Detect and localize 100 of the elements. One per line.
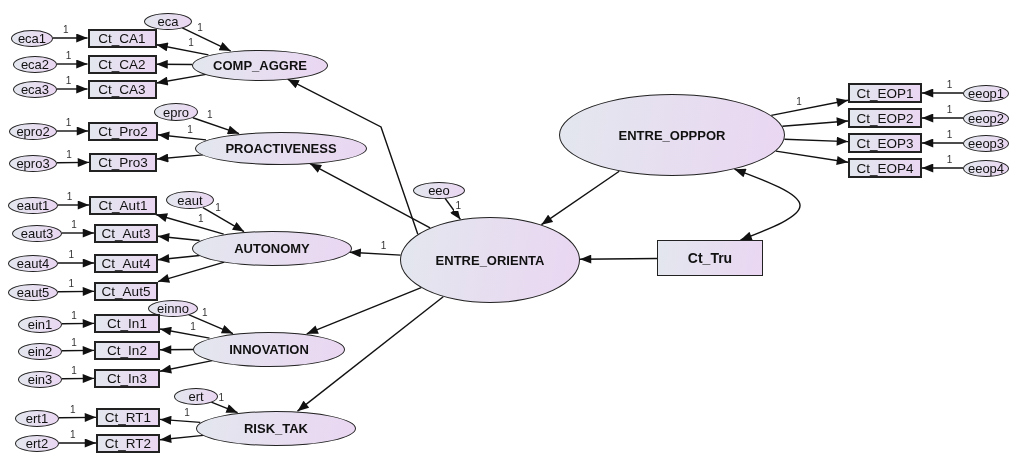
edge-label: 1 [70,220,78,230]
arrow [921,113,964,123]
latent-ellipse: ENTRE_ORIENTA [400,217,580,303]
edge-label: 1 [67,250,76,260]
edge-label: 1 [201,308,209,319]
latent-ellipse: PROACTIVENESS [195,131,367,165]
arrow [157,254,201,264]
indicator-box: Ct_In3 [94,368,160,388]
indicator-box: Ct_Pro3 [89,152,157,172]
error-ellipse: eaut5 [8,283,58,301]
indicator-box: Ct_EOP2 [848,108,922,128]
latent-ellipse: COMP_AGGRE [192,49,328,81]
arrow [783,136,849,146]
observed-box: Ct_Tru [657,240,763,276]
arrow [159,359,213,374]
error-ellipse: ert1 [15,409,59,427]
latent-ellipse: INNOVATION [193,331,345,367]
error-ellipse: eca3 [13,80,57,98]
indicator-box: Ct_Aut4 [94,253,158,273]
arrow [58,413,97,422]
edge-label: 1 [62,25,70,35]
indicator-box: Ct_Aut3 [94,223,158,243]
error-ellipse: ein1 [18,315,62,333]
edge-label: 1 [70,365,78,376]
arrow [306,287,422,335]
arrow [57,200,90,210]
edge-label: 1 [945,80,954,90]
indicator-box: Ct_CA2 [87,54,157,74]
error-ellipse: eaut3 [12,224,62,242]
edge-label: 1 [70,337,78,348]
latent-ellipse: AUTONOMY [192,230,352,266]
edge-label: 1 [454,200,462,211]
arrow [159,434,205,444]
arrow [770,98,849,117]
edge-label: 1 [187,38,195,49]
edge-label: 1 [68,404,77,415]
edge-label: 1 [379,241,388,252]
arrow [444,197,462,221]
edge-label: 1 [65,192,74,202]
edge-label: 1 [64,118,73,128]
error-ellipse: eca [144,12,192,30]
edge-label: 1 [945,155,954,165]
arrow [921,138,964,148]
edge-label: 1 [186,125,194,136]
arrow [775,150,849,165]
indicator-box: Ct_RT1 [96,407,160,427]
edge-label: 1 [945,130,954,140]
indicator-box: Ct_In1 [94,313,160,333]
arrow [157,232,201,242]
error-ellipse: eaut1 [8,196,58,214]
error-ellipse: epro [154,103,198,121]
arrow [156,153,204,163]
arrow [57,286,95,296]
error-ellipse: eeo [413,181,465,199]
arrow [61,319,95,328]
indicator-box: Ct_EOP3 [848,133,922,153]
arrow [57,258,95,268]
indicator-box: Ct_EOP4 [848,158,922,178]
error-ellipse: eeop4 [963,159,1009,177]
indicator-box: Ct_In2 [94,340,160,360]
indicator-box: Ct_RT2 [96,433,160,453]
error-ellipse: eaut [166,191,214,209]
arrow [159,326,211,339]
covariance-arrow [733,168,801,241]
arrow [155,42,210,56]
error-ellipse: einno [148,299,198,317]
edge-label: 1 [64,51,73,61]
arrow [61,374,95,383]
indicator-box: Ct_CA1 [87,28,157,48]
indicator-box: Ct_Aut1 [89,195,157,215]
arrow [159,415,201,425]
edge-label: 1 [67,278,76,289]
arrow [56,126,89,136]
edge-label: 1 [183,408,191,419]
indicator-box: Ct_Pro2 [88,121,158,141]
error-ellipse: epro3 [9,154,57,172]
arrow [58,438,97,448]
arrow [52,33,89,43]
edge-label: 1 [64,76,73,86]
error-ellipse: eeop2 [963,109,1009,127]
arrow [155,213,225,235]
error-ellipse: eca1 [11,29,53,47]
edge-label: 1 [214,203,222,213]
error-ellipse: eeop1 [963,84,1009,102]
arrow [157,261,225,283]
arrow [921,88,964,98]
arrow [921,163,964,173]
arrow [56,158,90,167]
arrow [309,162,431,229]
arrow [61,228,95,238]
error-ellipse: eaut4 [8,254,58,272]
edge-label: 1 [945,105,954,115]
arrow [155,73,207,86]
covariance-arrow [286,78,419,236]
edge-label: 1 [189,321,197,332]
arrow [540,170,620,226]
error-ellipse: ert [174,387,218,405]
arrow [157,131,207,141]
latent-ellipse: RISK_TAK [196,410,356,446]
arrow [296,296,444,412]
